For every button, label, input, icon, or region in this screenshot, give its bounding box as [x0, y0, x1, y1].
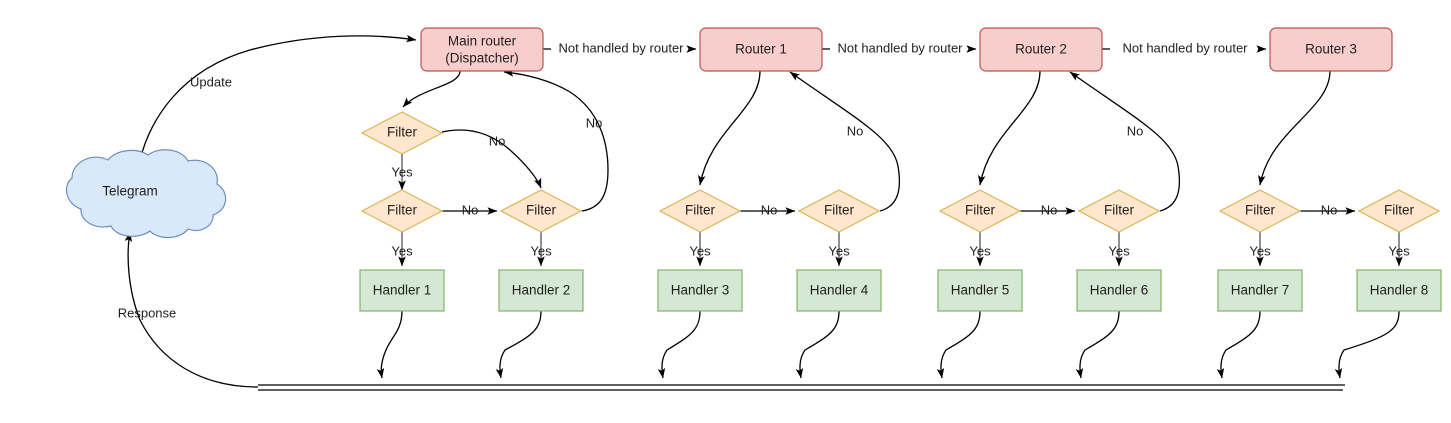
edge-handler-4-to-bus	[795, 310, 840, 379]
edge-label-response: Response	[118, 305, 177, 320]
edge-label-no-3a-to-3b: No	[1321, 202, 1338, 217]
edge-handler-3-to-bus	[657, 310, 701, 379]
router-1-label: Router 1	[735, 42, 787, 57]
edge-label-no-2b-to-router-2: No	[1127, 123, 1144, 138]
main-router-label-line1: Main router	[448, 34, 517, 49]
node-filter-2a[interactable]	[938, 189, 1022, 233]
edge-label-yes-a: Yes	[391, 164, 413, 179]
handler-1-label: Handler 1	[373, 283, 432, 298]
node-filter-b[interactable]	[360, 189, 444, 233]
telegram-cloud	[65, 149, 227, 239]
edge-handler-1-to-bus	[376, 310, 403, 379]
edge-label-no-b-to-c: No	[462, 202, 479, 217]
edge-label-yes-3b: Yes	[1388, 243, 1410, 258]
edge-label-yes-2b: Yes	[1108, 243, 1130, 258]
edge-handler-5-to-bus	[936, 310, 981, 379]
edge-label-update: Update	[190, 74, 232, 89]
edge-router-1-to-filter-1a	[698, 70, 761, 186]
edge-label-yes-c: Yes	[530, 243, 552, 258]
node-handler-2[interactable]	[498, 269, 584, 312]
filter-2b-label: Filter	[1104, 203, 1135, 218]
edge-handler-8-to-bus	[1334, 310, 1400, 379]
filter-3b-label: Filter	[1384, 203, 1415, 218]
edge-filter-c-no-main-router	[503, 69, 609, 212]
node-router-3[interactable]	[1269, 27, 1393, 72]
handler-4-label: Handler 4	[810, 283, 869, 298]
handler-2-label: Handler 2	[512, 283, 571, 298]
edge-filter-2b-no-router-2	[1069, 71, 1181, 212]
edge-label-yes-b: Yes	[391, 243, 413, 258]
edge-label-no-a-to-c: No	[489, 133, 506, 148]
edge-handler-7-to-bus	[1216, 310, 1261, 379]
node-filter-3b[interactable]	[1357, 189, 1441, 233]
edge-handler-6-to-bus	[1075, 310, 1120, 379]
node-filter-1a[interactable]	[658, 189, 742, 233]
handler-5-label: Handler 5	[951, 283, 1010, 298]
node-handler-6[interactable]	[1076, 269, 1162, 312]
handler-7-label: Handler 7	[1231, 283, 1290, 298]
edge-label-no-c-to-main: No	[586, 115, 603, 130]
filter-1b-label: Filter	[824, 203, 855, 218]
filter-a-label: Filter	[387, 125, 418, 140]
router-3-label: Router 3	[1305, 42, 1357, 57]
edge-label-yes-3a: Yes	[1249, 243, 1271, 258]
edge-label-yes-1a: Yes	[689, 243, 711, 258]
node-handler-7[interactable]	[1217, 269, 1303, 312]
edge-label-not-handled-1: Not handled by router	[558, 40, 684, 55]
handler-8-label: Handler 8	[1370, 283, 1429, 298]
node-handler-1[interactable]	[359, 269, 445, 312]
edge-label-no-2a-to-2b: No	[1041, 202, 1058, 217]
node-filter-1b[interactable]	[797, 189, 881, 233]
node-handler-4[interactable]	[796, 269, 882, 312]
edge-telegram-to-main-router	[139, 34, 417, 161]
node-handler-5[interactable]	[937, 269, 1023, 312]
telegram-label: Telegram	[102, 184, 158, 199]
edge-label-not-handled-2: Not handled by router	[837, 40, 963, 55]
node-filter-c[interactable]	[499, 189, 583, 233]
edge-main-router-to-filter-a	[402, 70, 461, 108]
node-main-router[interactable]	[420, 27, 544, 72]
filter-b-label: Filter	[387, 203, 418, 218]
filter-2a-label: Filter	[965, 203, 996, 218]
edge-bus-to-telegram	[124, 231, 259, 388]
edge-filter-1b-no-router-1	[789, 71, 901, 212]
edge-label-no-1b-to-router-1: No	[847, 123, 864, 138]
node-filter-3a[interactable]	[1218, 189, 1302, 233]
filter-1a-label: Filter	[685, 203, 716, 218]
node-handler-8[interactable]	[1356, 269, 1442, 312]
filter-3a-label: Filter	[1245, 203, 1276, 218]
edge-router-3-to-filter-3a	[1258, 70, 1331, 186]
edge-filter-a-no-filter-c	[441, 129, 542, 189]
main-router-label-line2: (Dispatcher)	[445, 51, 519, 66]
filter-c-label: Filter	[526, 203, 557, 218]
node-router-2[interactable]	[979, 27, 1103, 72]
edge-handler-2-to-bus	[495, 310, 542, 379]
edge-router-2-to-filter-2a	[978, 70, 1041, 186]
router-2-label: Router 2	[1015, 42, 1067, 57]
node-handler-3[interactable]	[657, 269, 743, 312]
handler-6-label: Handler 6	[1090, 283, 1149, 298]
handler-3-label: Handler 3	[671, 283, 730, 298]
edge-label-yes-1b: Yes	[828, 243, 850, 258]
node-router-1[interactable]	[699, 27, 823, 72]
node-filter-2b[interactable]	[1077, 189, 1161, 233]
edge-label-not-handled-3: Not handled by router	[1122, 40, 1248, 55]
edge-label-yes-2a: Yes	[969, 243, 991, 258]
edge-label-no-1a-to-1b: No	[761, 202, 778, 217]
node-filter-a[interactable]	[360, 111, 444, 155]
